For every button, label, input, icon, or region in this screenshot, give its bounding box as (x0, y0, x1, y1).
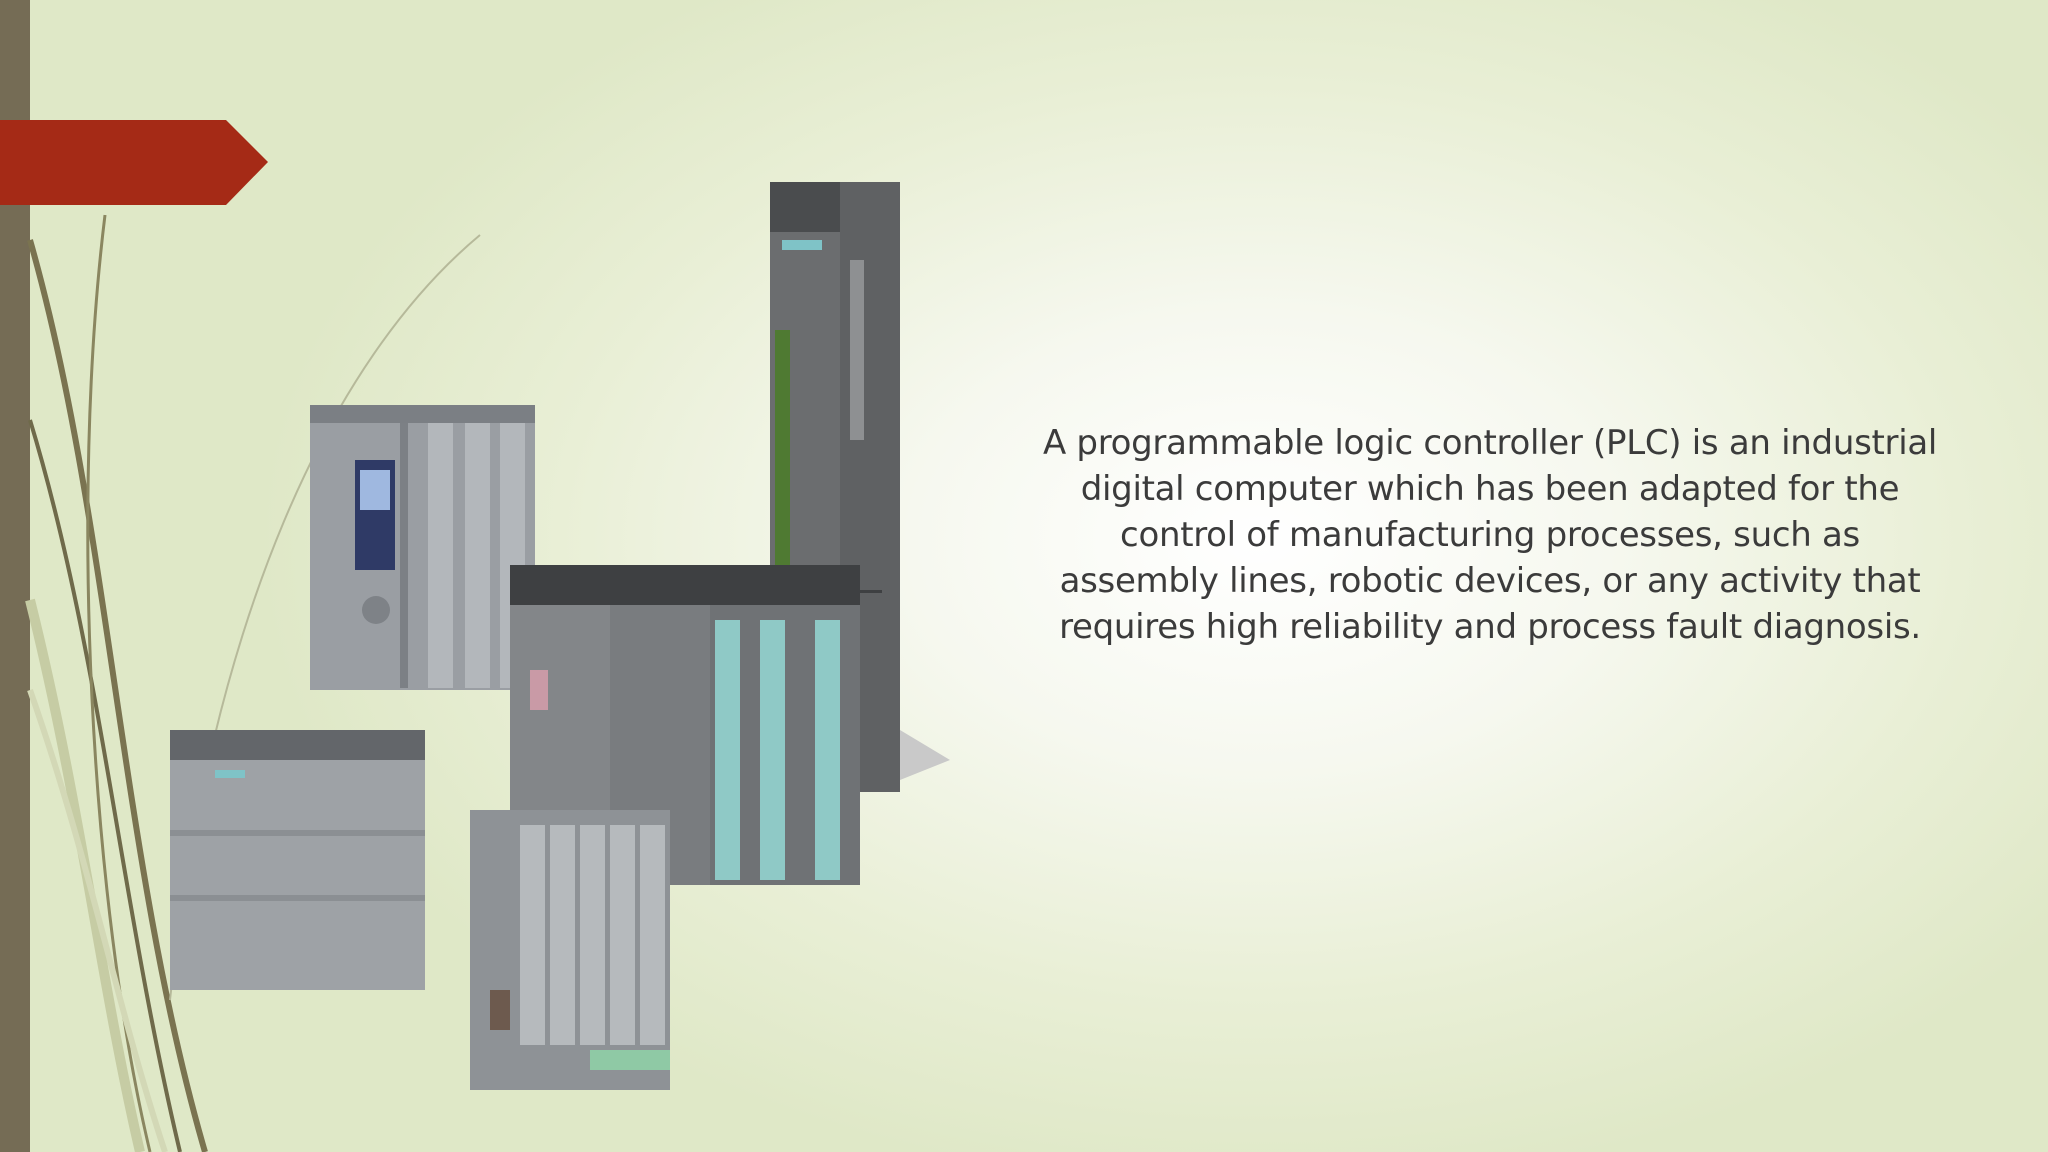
plc-io-slices (470, 810, 670, 1090)
decorative-curves (25, 214, 481, 1152)
plc-compact-controller (170, 730, 425, 990)
plc-modular-rack (510, 565, 860, 885)
slide-body-text: A programmable logic controller (PLC) is… (1042, 423, 1938, 647)
plc-cpu-module (310, 405, 535, 690)
plc-product-image (170, 182, 950, 1090)
title-accent-arrow (0, 120, 268, 205)
